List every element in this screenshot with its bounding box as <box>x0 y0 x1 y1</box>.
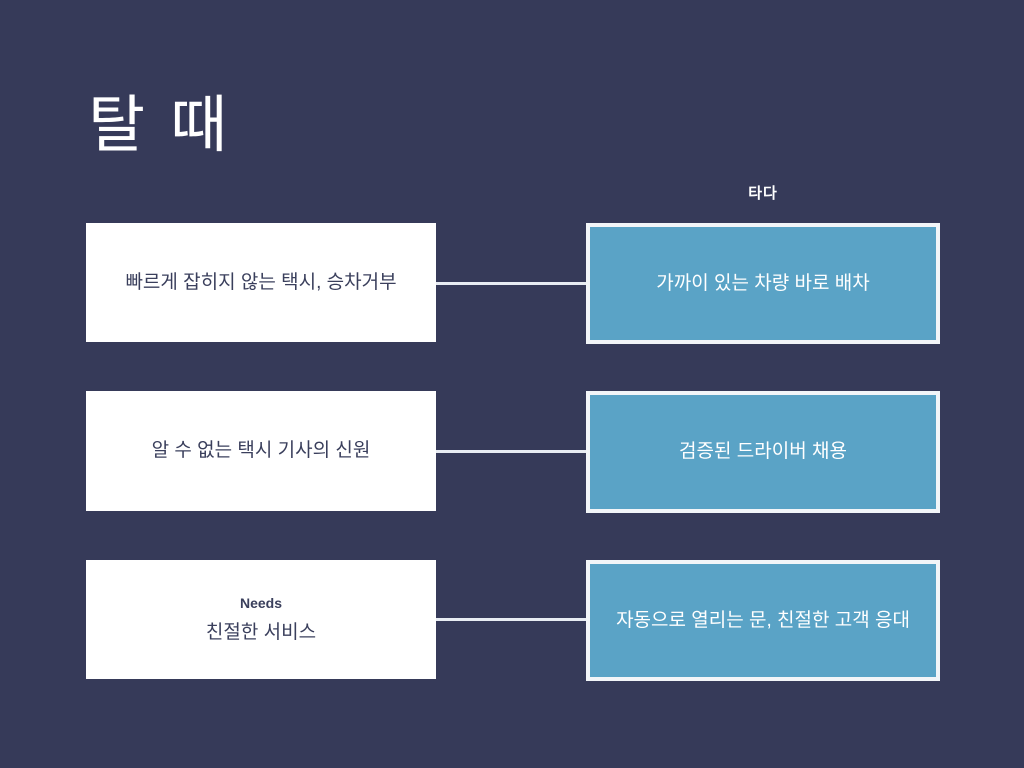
problem-box[interactable]: Needs 친절한 서비스 <box>86 560 436 679</box>
right-column-heading: 타다 <box>748 185 778 202</box>
problem-text: 친절한 서비스 <box>205 621 317 643</box>
problem-text: 빠르게 잡히지 않는 택시, 승차거부 <box>125 271 397 293</box>
problem-text: 알 수 없는 택시 기사의 신원 <box>151 440 371 461</box>
solution-text: 검증된 드라이버 채용 <box>679 441 847 462</box>
page-title: 탈 때 <box>88 91 232 160</box>
solution-text: 자동으로 열리는 문, 친절한 고객 응대 <box>616 609 910 631</box>
problem-box[interactable]: 알 수 없는 택시 기사의 신원 <box>86 391 436 511</box>
solution-box[interactable]: 가까이 있는 차량 바로 배차 <box>586 223 940 344</box>
row-connector-line <box>436 282 586 285</box>
row-connector-line <box>436 450 586 453</box>
solution-box[interactable]: 검증된 드라이버 채용 <box>586 391 940 513</box>
row-connector-line <box>436 618 586 621</box>
solution-text: 가까이 있는 차량 바로 배차 <box>656 272 870 294</box>
solution-box[interactable]: 자동으로 열리는 문, 친절한 고객 응대 <box>586 560 940 681</box>
problem-box[interactable]: 빠르게 잡히지 않는 택시, 승차거부 <box>86 223 436 342</box>
needs-label: Needs <box>239 594 283 611</box>
